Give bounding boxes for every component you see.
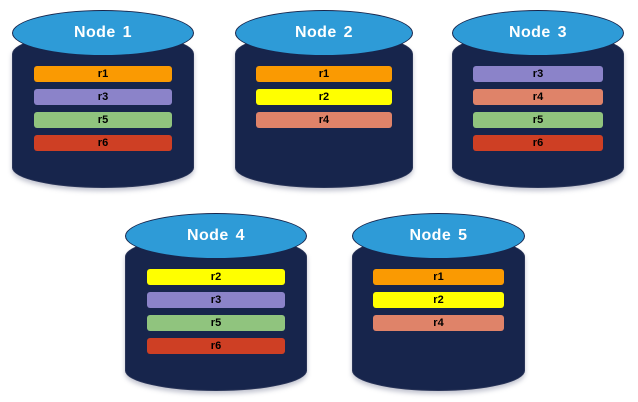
record-list: r1 r2 r4	[235, 66, 413, 128]
cylinder-body	[352, 235, 525, 391]
node-title-number: 3	[557, 24, 567, 41]
node-title-number: 5	[458, 227, 468, 244]
database-node-1[interactable]: Node 1 r1 r3 r5 r6	[12, 10, 194, 188]
cylinder-body	[235, 32, 413, 188]
record-bar-r2[interactable]: r2	[256, 89, 392, 105]
record-label: r6	[532, 136, 544, 149]
record-bar-r6[interactable]: r6	[472, 135, 604, 151]
record-bar-r6[interactable]: r6	[146, 338, 286, 354]
record-label: r4	[318, 113, 330, 126]
node-title-number: 4	[235, 227, 245, 244]
record-bar-r4[interactable]: r4	[256, 112, 392, 128]
record-label: r1	[433, 270, 444, 283]
cylinder-body	[125, 235, 307, 391]
database-node-3[interactable]: Node 3 r3 r4 r5 r6	[452, 10, 624, 188]
record-label: r5	[97, 113, 109, 126]
record-bar-r2[interactable]: r2	[372, 292, 505, 308]
node-title-word: Node	[509, 24, 551, 41]
record-list: r1 r3 r5 r6	[12, 66, 194, 151]
record-label: r6	[97, 136, 109, 149]
record-label: r2	[433, 293, 444, 306]
record-bar-r3[interactable]: r3	[472, 66, 604, 82]
record-bar-r1[interactable]: r1	[256, 66, 392, 82]
record-label: r2	[210, 270, 222, 283]
node-title: Node 1	[74, 25, 132, 41]
record-bar-r5[interactable]: r5	[33, 112, 173, 128]
record-label: r5	[532, 113, 544, 126]
record-label: r5	[210, 316, 222, 329]
record-label: r4	[433, 316, 444, 329]
record-label: r3	[210, 293, 222, 306]
node-title-number: 1	[122, 24, 132, 41]
record-bar-r1[interactable]: r1	[33, 66, 173, 82]
record-label: r6	[210, 339, 222, 352]
record-bar-r5[interactable]: r5	[146, 315, 286, 331]
record-bar-r5[interactable]: r5	[472, 112, 604, 128]
cylinder-body	[452, 32, 624, 188]
database-node-2[interactable]: Node 2 r1 r2 r4	[235, 10, 413, 188]
record-list: r1 r2 r4	[352, 269, 525, 331]
cylinder-top-ellipse: Node 3	[452, 10, 624, 56]
cylinder-top-ellipse: Node 4	[125, 213, 307, 259]
record-label: r1	[97, 67, 109, 80]
node-title-word: Node	[295, 24, 337, 41]
node-title: Node 3	[509, 25, 567, 41]
node-title: Node 2	[295, 25, 353, 41]
node-title-word: Node	[187, 227, 229, 244]
cylinder-top-ellipse: Node 2	[235, 10, 413, 56]
database-node-4[interactable]: Node 4 r2 r3 r5 r6	[125, 213, 307, 391]
node-title: Node 4	[187, 228, 245, 244]
record-bar-r1[interactable]: r1	[372, 269, 505, 285]
node-title: Node 5	[410, 228, 468, 244]
record-label: r3	[97, 90, 109, 103]
record-label: r2	[318, 90, 330, 103]
record-bar-r3[interactable]: r3	[146, 292, 286, 308]
node-title-word: Node	[74, 24, 116, 41]
record-bar-r4[interactable]: r4	[372, 315, 505, 331]
record-label: r1	[318, 67, 330, 80]
record-bar-r4[interactable]: r4	[472, 89, 604, 105]
record-bar-r2[interactable]: r2	[146, 269, 286, 285]
record-bar-r6[interactable]: r6	[33, 135, 173, 151]
record-list: r3 r4 r5 r6	[452, 66, 624, 151]
cylinder-body	[12, 32, 194, 188]
database-node-5[interactable]: Node 5 r1 r2 r4	[352, 213, 525, 391]
record-label: r3	[532, 67, 544, 80]
record-label: r4	[532, 90, 544, 103]
cylinder-top-ellipse: Node 5	[352, 213, 525, 259]
node-title-word: Node	[409, 227, 452, 244]
cylinder-top-ellipse: Node 1	[12, 10, 194, 56]
node-title-number: 2	[343, 24, 353, 41]
record-bar-r3[interactable]: r3	[33, 89, 173, 105]
record-list: r2 r3 r5 r6	[125, 269, 307, 354]
